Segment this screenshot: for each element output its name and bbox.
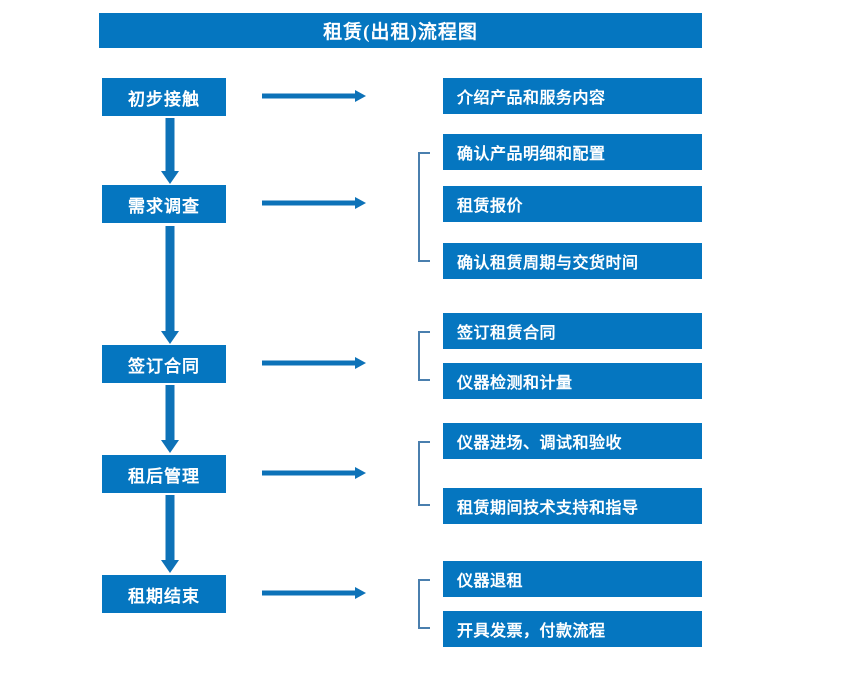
arrow-right-icon — [262, 194, 366, 212]
detail-box-4[interactable]: 确认租赁周期与交货时间 — [443, 243, 702, 279]
arrow-right-icon — [262, 87, 366, 105]
group-bracket-icon — [417, 579, 431, 629]
arrow-down-icon — [157, 385, 183, 453]
arrow-right-icon — [262, 354, 366, 372]
stage-box-4[interactable]: 租后管理 — [102, 455, 226, 493]
group-bracket-icon — [417, 441, 431, 506]
stage-box-5[interactable]: 租期结束 — [102, 575, 226, 613]
group-bracket-icon — [417, 152, 431, 262]
detail-box-2[interactable]: 确认产品明细和配置 — [443, 134, 702, 170]
stage-box-3[interactable]: 签订合同 — [102, 345, 226, 383]
stage-box-2[interactable]: 需求调查 — [102, 185, 226, 223]
detail-box-9[interactable]: 仪器退租 — [443, 561, 702, 597]
detail-box-5[interactable]: 签订租赁合同 — [443, 313, 702, 349]
detail-box-3[interactable]: 租赁报价 — [443, 186, 702, 222]
detail-box-10[interactable]: 开具发票，付款流程 — [443, 611, 702, 647]
detail-box-8[interactable]: 租赁期间技术支持和指导 — [443, 488, 702, 524]
detail-box-1[interactable]: 介绍产品和服务内容 — [443, 78, 702, 114]
page-title: 租赁(出租)流程图 — [99, 13, 702, 48]
group-bracket-icon — [417, 331, 431, 381]
arrow-down-icon — [157, 118, 183, 184]
arrow-right-icon — [262, 584, 366, 602]
arrow-down-icon — [157, 226, 183, 344]
detail-box-7[interactable]: 仪器进场、调试和验收 — [443, 423, 702, 459]
stage-box-1[interactable]: 初步接触 — [102, 78, 226, 116]
detail-box-6[interactable]: 仪器检测和计量 — [443, 363, 702, 399]
arrow-right-icon — [262, 464, 366, 482]
arrow-down-icon — [157, 495, 183, 573]
